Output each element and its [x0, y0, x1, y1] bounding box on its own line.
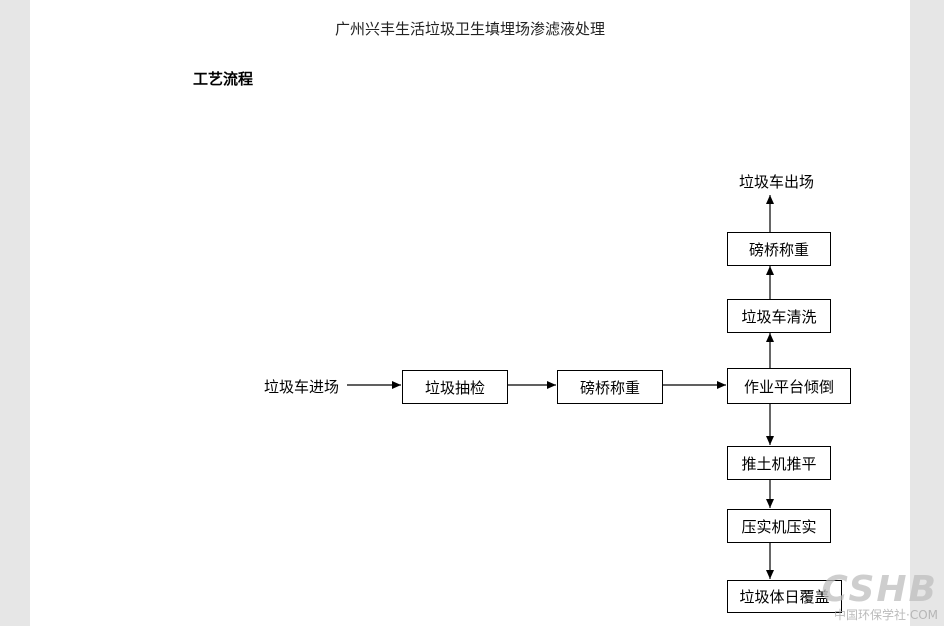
flow-box-daily-cover: 垃圾体日覆盖	[727, 580, 842, 613]
flow-exit-label: 垃圾车出场	[739, 173, 815, 191]
flow-box-weigh-in: 磅桥称重	[557, 370, 663, 404]
flow-box-compactor: 压实机压实	[727, 509, 831, 543]
watermark-subtitle: 中国环保学社·COM	[834, 608, 938, 622]
flow-box-dump-platform: 作业平台倾倒	[727, 368, 851, 404]
document-title: 广州兴丰生活垃圾卫生填埋场渗滤液处理	[334, 20, 605, 38]
flow-box-inspection: 垃圾抽检	[402, 370, 508, 404]
flow-box-weigh-out: 磅桥称重	[727, 232, 831, 266]
flow-arrows	[347, 195, 774, 579]
flow-box-wash: 垃圾车清洗	[727, 299, 831, 333]
flow-start-label: 垃圾车进场	[264, 378, 340, 396]
watermark: CSHB 中国环保学社·COM	[821, 569, 938, 623]
section-heading: 工艺流程	[193, 70, 254, 88]
flow-box-bulldozer: 推土机推平	[727, 446, 831, 480]
watermark-logo: CSHB	[821, 569, 938, 610]
document-page: 广州兴丰生活垃圾卫生填埋场渗滤液处理 工艺流程 垃圾车进场 垃圾抽检 磅桥称重 …	[30, 0, 910, 626]
